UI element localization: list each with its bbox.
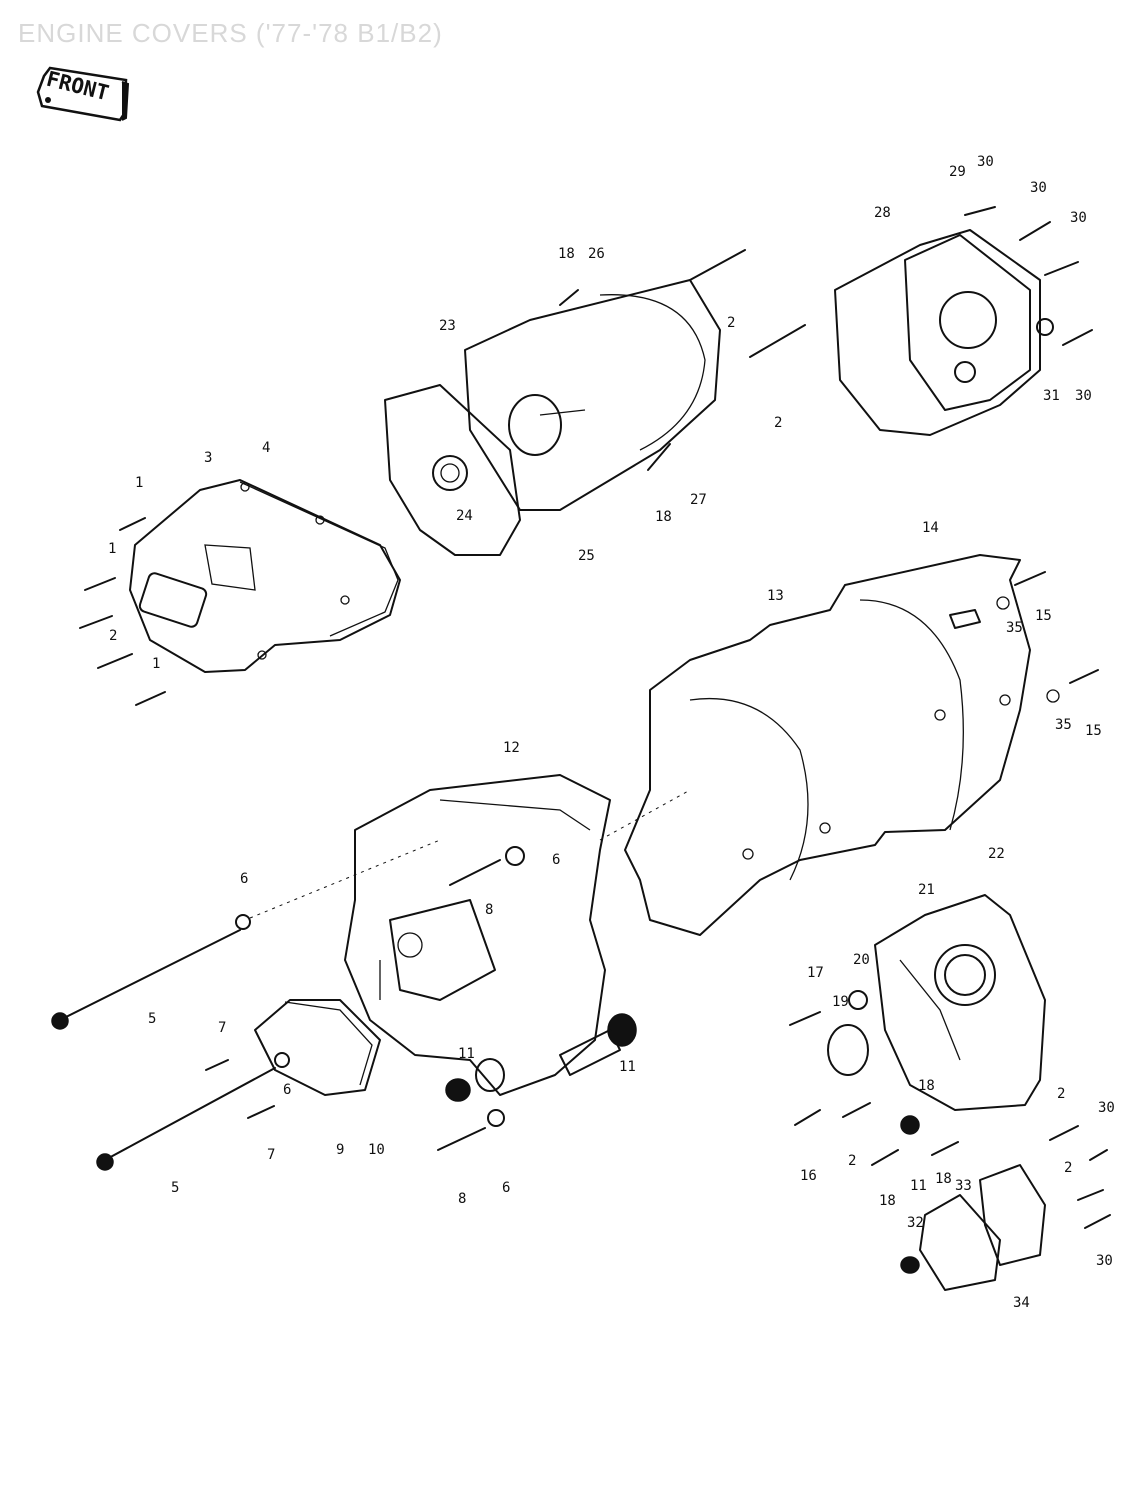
callout-32: 32 [907, 1215, 924, 1231]
callout-28: 28 [874, 205, 891, 221]
callout-6: 6 [283, 1082, 291, 1098]
callout-19: 19 [832, 994, 849, 1010]
through-bolts [51, 839, 525, 1171]
callout-7: 7 [218, 1020, 226, 1036]
callout-34: 34 [1013, 1295, 1030, 1311]
callout-31: 31 [1043, 388, 1060, 404]
callout-2: 2 [1057, 1086, 1065, 1102]
small-cover-plate [254, 999, 381, 1096]
callout-30: 30 [1070, 210, 1087, 226]
callout-2: 2 [727, 315, 735, 331]
callout-11: 11 [458, 1046, 475, 1062]
callout-30: 30 [1096, 1253, 1113, 1269]
callout-14: 14 [922, 520, 939, 536]
callout-21: 21 [918, 882, 935, 898]
callout-6: 6 [502, 1180, 510, 1196]
callout-30: 30 [1030, 180, 1047, 196]
page-title: ENGINE COVERS ('77-'78 B1/B2) [18, 18, 443, 48]
callout-11: 11 [910, 1178, 927, 1194]
callout-8: 8 [458, 1191, 466, 1207]
callout-20: 20 [853, 952, 870, 968]
rear-cover-plate [834, 206, 1093, 436]
callout-1: 1 [152, 656, 160, 672]
callout-18: 18 [655, 509, 672, 525]
callout-22: 22 [988, 846, 1005, 862]
callout-25: 25 [578, 548, 595, 564]
crankcase [599, 554, 1099, 936]
callout-2: 2 [774, 415, 782, 431]
right-engine-cover [789, 894, 1111, 1229]
callout-5: 5 [148, 1011, 156, 1027]
cover-gasket [384, 384, 521, 556]
callout-29: 29 [949, 164, 966, 180]
callout-33: 33 [955, 1178, 972, 1194]
callout-2: 2 [109, 628, 117, 644]
front-arrow-icon [36, 66, 130, 122]
callout-30: 30 [1075, 388, 1092, 404]
clutch-housing [464, 279, 721, 511]
callout-26: 26 [588, 246, 605, 262]
callout-11: 11 [619, 1059, 636, 1075]
callout-18: 18 [918, 1078, 935, 1094]
callout-6: 6 [552, 852, 560, 868]
callout-18: 18 [879, 1193, 896, 1209]
callout-8: 8 [485, 902, 493, 918]
callout-3: 3 [204, 450, 212, 466]
callout-17: 17 [807, 965, 824, 981]
callout-13: 13 [767, 588, 784, 604]
callout-30: 30 [1098, 1100, 1115, 1116]
callout-23: 23 [439, 318, 456, 334]
inspection-covers [900, 1164, 1046, 1291]
callout-15: 15 [1035, 608, 1052, 624]
callout-2: 2 [1064, 1160, 1072, 1176]
callout-1: 1 [108, 541, 116, 557]
callout-10: 10 [368, 1142, 385, 1158]
left-side-cover [129, 479, 401, 673]
callout-27: 27 [690, 492, 707, 508]
callout-18: 18 [935, 1171, 952, 1187]
callout-35: 35 [1006, 620, 1023, 636]
callout-1: 1 [135, 475, 143, 491]
callout-5: 5 [171, 1180, 179, 1196]
callout-15: 15 [1085, 723, 1102, 739]
callout-30: 30 [977, 154, 994, 170]
callout-7: 7 [267, 1147, 275, 1163]
callout-12: 12 [503, 740, 520, 756]
callout-24: 24 [456, 508, 473, 524]
callout-9: 9 [336, 1142, 344, 1158]
callout-6: 6 [240, 871, 248, 887]
callout-4: 4 [262, 440, 270, 456]
left-cover-screws [79, 517, 166, 706]
callout-16: 16 [800, 1168, 817, 1184]
callout-35: 35 [1055, 717, 1072, 733]
callout-18: 18 [558, 246, 575, 262]
lower-crankcase [344, 774, 637, 1096]
housing-screws [559, 249, 806, 471]
callout-2: 2 [848, 1153, 856, 1169]
